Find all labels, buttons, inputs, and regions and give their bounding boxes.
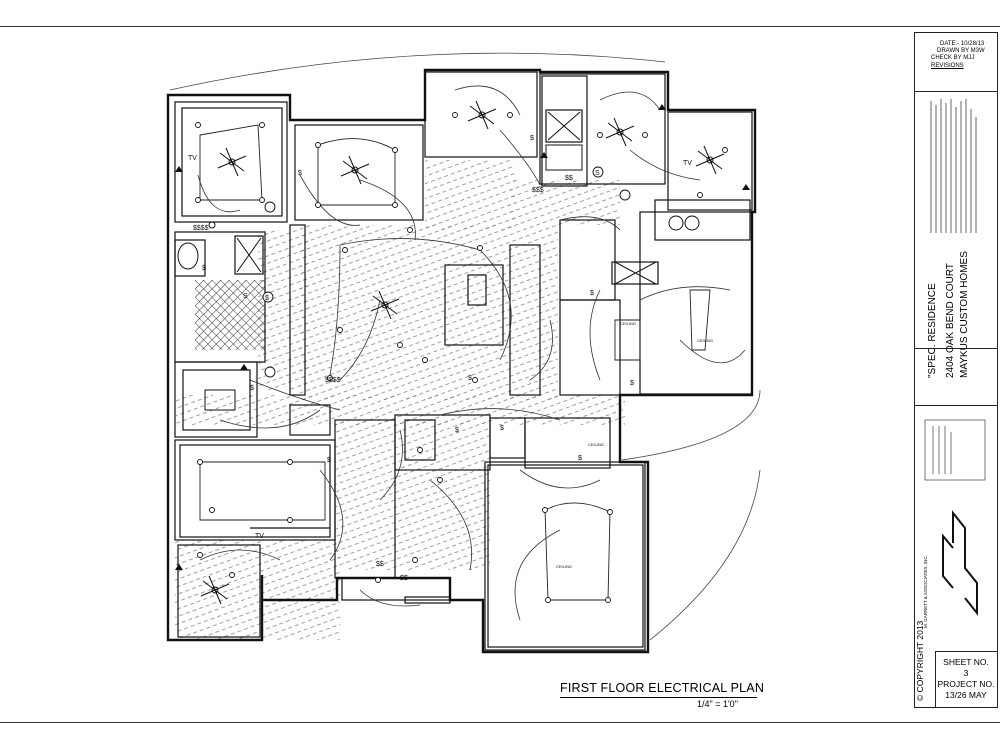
sheet-no-label: SHEET NO. <box>943 657 989 667</box>
revisions-label: REVISIONS <box>931 63 964 69</box>
svg-text:$: $ <box>468 375 472 382</box>
sheet-no: 3 <box>963 668 969 678</box>
client-name: MAYKUS CUSTOM HOMES <box>959 251 970 378</box>
svg-text:$: $ <box>530 135 534 142</box>
drawn-by-label: DRAWN BY M3W <box>937 48 985 54</box>
date-label: DATE:- 10/28/13 <box>940 41 985 47</box>
label-switches-bedroom: $$$$ <box>193 225 209 232</box>
svg-text:TV: TV <box>255 533 264 540</box>
svg-text:S: S <box>595 170 600 177</box>
plan-title-underline <box>560 697 757 698</box>
light-fixtures <box>195 112 728 603</box>
svg-text:$$: $$ <box>400 575 408 582</box>
wiring-runs <box>197 85 746 621</box>
project-no: 13/26 MAY <box>945 690 987 700</box>
svg-text:CEILING: CEILING <box>556 564 572 569</box>
title-block: DATE:- 10/28/13 DRAWN BY M3W CHECK BY MJ… <box>914 32 998 708</box>
bath-fixtures <box>177 111 700 411</box>
svg-text:CEILING: CEILING <box>620 321 636 326</box>
svg-text:$: $ <box>455 427 459 434</box>
svg-text:$: $ <box>265 295 269 302</box>
svg-text:TV: TV <box>683 160 692 167</box>
svg-text:$: $ <box>327 457 331 464</box>
label-switches-hall: $$$ <box>532 187 544 194</box>
svg-text:$$: $$ <box>376 561 384 568</box>
copyright-label: © COPYRIGHT 2013 <box>915 620 925 701</box>
exterior-walls <box>166 68 757 654</box>
svg-text:$: $ <box>590 290 594 297</box>
project-name: "SPEC. RESIDENCE <box>927 283 938 378</box>
firm-logo <box>924 419 986 616</box>
markers <box>175 104 750 570</box>
plan-title: FIRST FLOOR ELECTRICAL PLAN <box>560 681 765 695</box>
general-notes-block <box>930 99 977 233</box>
svg-text:$: $ <box>500 425 504 432</box>
svg-text:$: $ <box>630 380 634 387</box>
check-by-label: CHECK BY MJJ <box>931 55 975 61</box>
svg-text:CEILING: CEILING <box>697 338 713 343</box>
project-no-label: PROJECT NO. <box>937 679 995 689</box>
svg-text:TV: TV <box>188 155 197 162</box>
svg-text:CEILING: CEILING <box>588 442 604 447</box>
svg-text:S: S <box>243 293 248 300</box>
svg-text:$: $ <box>250 385 254 392</box>
sheet-border-bottom <box>0 722 1000 723</box>
svg-text:$: $ <box>578 455 582 462</box>
firm-name: M. GARRETT & ASSOCIATES, INC. <box>923 555 928 628</box>
interior-walls <box>174 71 753 651</box>
switch-labels: $$$$ $$$$ $$$ $$ $$ $$ $$$ $$$ $$$ $$$ S… <box>188 135 713 582</box>
sheet-border-top <box>0 26 1000 27</box>
project-address: 2404 OAK BEND COURT <box>945 263 956 378</box>
svg-text:$: $ <box>298 170 302 177</box>
svg-text:$$: $$ <box>565 175 573 182</box>
crosshatch-area <box>195 280 265 350</box>
plan-scale: 1/4" = 1'0" <box>697 699 738 709</box>
label-switches-living: $$$$ <box>325 377 341 384</box>
svg-text:$: $ <box>202 265 206 272</box>
